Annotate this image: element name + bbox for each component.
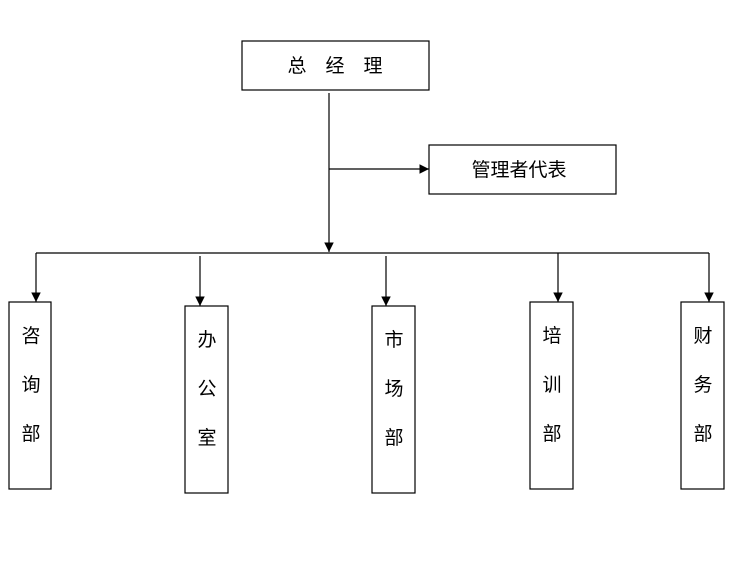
department-5-char-2: 务: [693, 374, 712, 396]
department-1-char-1: 咨: [21, 325, 40, 347]
department-5-char-1: 财: [693, 325, 712, 347]
node-department-2: 办 公 室: [184, 305, 229, 494]
department-2-char-3: 室: [197, 427, 216, 449]
node-department-5: 财 务 部: [680, 301, 725, 490]
department-3-char-1: 市: [384, 329, 403, 351]
node-management-representative: 管理者代表: [428, 144, 617, 195]
department-4-char-2: 训: [542, 374, 561, 396]
node-general-manager: 总 经 理: [241, 40, 430, 91]
node-department-1: 咨 询 部: [8, 301, 52, 490]
department-4-char-3: 部: [542, 423, 561, 445]
department-1-char-3: 部: [21, 423, 40, 445]
department-3-char-2: 场: [384, 378, 403, 400]
node-management-representative-label: 管理者代表: [471, 159, 566, 181]
node-department-3: 市 场 部: [371, 305, 416, 494]
node-general-manager-label: 总 经 理: [287, 55, 382, 77]
department-5-char-3: 部: [693, 423, 712, 445]
node-department-4: 培 训 部: [529, 301, 574, 490]
department-4-char-1: 培: [542, 325, 561, 347]
department-1-char-2: 询: [21, 374, 40, 396]
department-3-char-3: 部: [384, 427, 403, 449]
department-2-char-2: 公: [197, 378, 216, 400]
department-2-char-1: 办: [197, 329, 216, 351]
